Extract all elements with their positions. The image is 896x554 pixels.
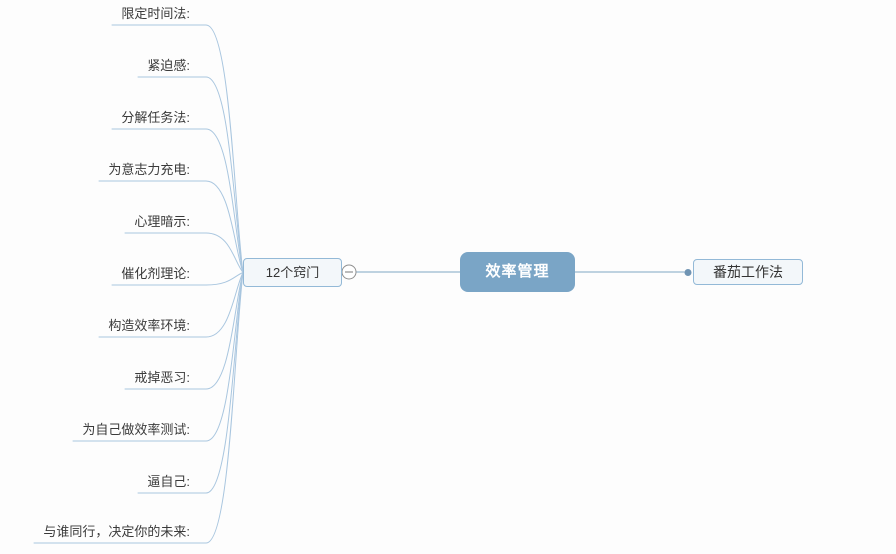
leaf-topic-label[interactable]: 戒掉恶习: (134, 370, 190, 385)
leaf-topic-label[interactable]: 紧迫感: (147, 58, 190, 73)
leaf-connector-line (124, 272, 244, 390)
leaf-connector-line (111, 128, 244, 273)
leaf-topic-label[interactable]: 与谁同行，决定你的未来: (43, 524, 190, 539)
branch-node-pomodoro[interactable]: 番茄工作法 (693, 259, 803, 285)
leaf-connector-line (124, 232, 244, 273)
link-dot (684, 269, 692, 276)
leaf-connector-line (98, 180, 244, 273)
leaf-topic-label[interactable]: 分解任务法: (121, 110, 190, 125)
leaf-connector-line (111, 24, 244, 273)
root-topic-node[interactable]: 效率管理 (460, 252, 575, 292)
leaf-topic-label[interactable]: 心理暗示: (134, 214, 190, 229)
leaf-topic-label[interactable]: 催化剂理论: (121, 266, 190, 281)
leaf-connector-line (33, 272, 244, 544)
leaf-connector-line (72, 272, 244, 442)
leaf-topic-label[interactable]: 构造效率环境: (108, 318, 190, 333)
branch-node-12-tips[interactable]: 12个窍门 (243, 258, 342, 287)
leaf-connector-line (137, 76, 244, 273)
leaf-topic-label[interactable]: 为意志力充电: (108, 162, 190, 177)
leaf-topic-label[interactable]: 限定时间法: (121, 6, 190, 21)
leaf-connector-line (137, 272, 244, 494)
leaf-topic-label[interactable]: 为自己做效率测试: (82, 422, 190, 437)
leaf-connector-line (98, 272, 244, 338)
collapse-button[interactable] (341, 264, 357, 280)
leaf-topic-label[interactable]: 逼自己: (147, 474, 190, 489)
leaf-connector-line (111, 272, 244, 286)
